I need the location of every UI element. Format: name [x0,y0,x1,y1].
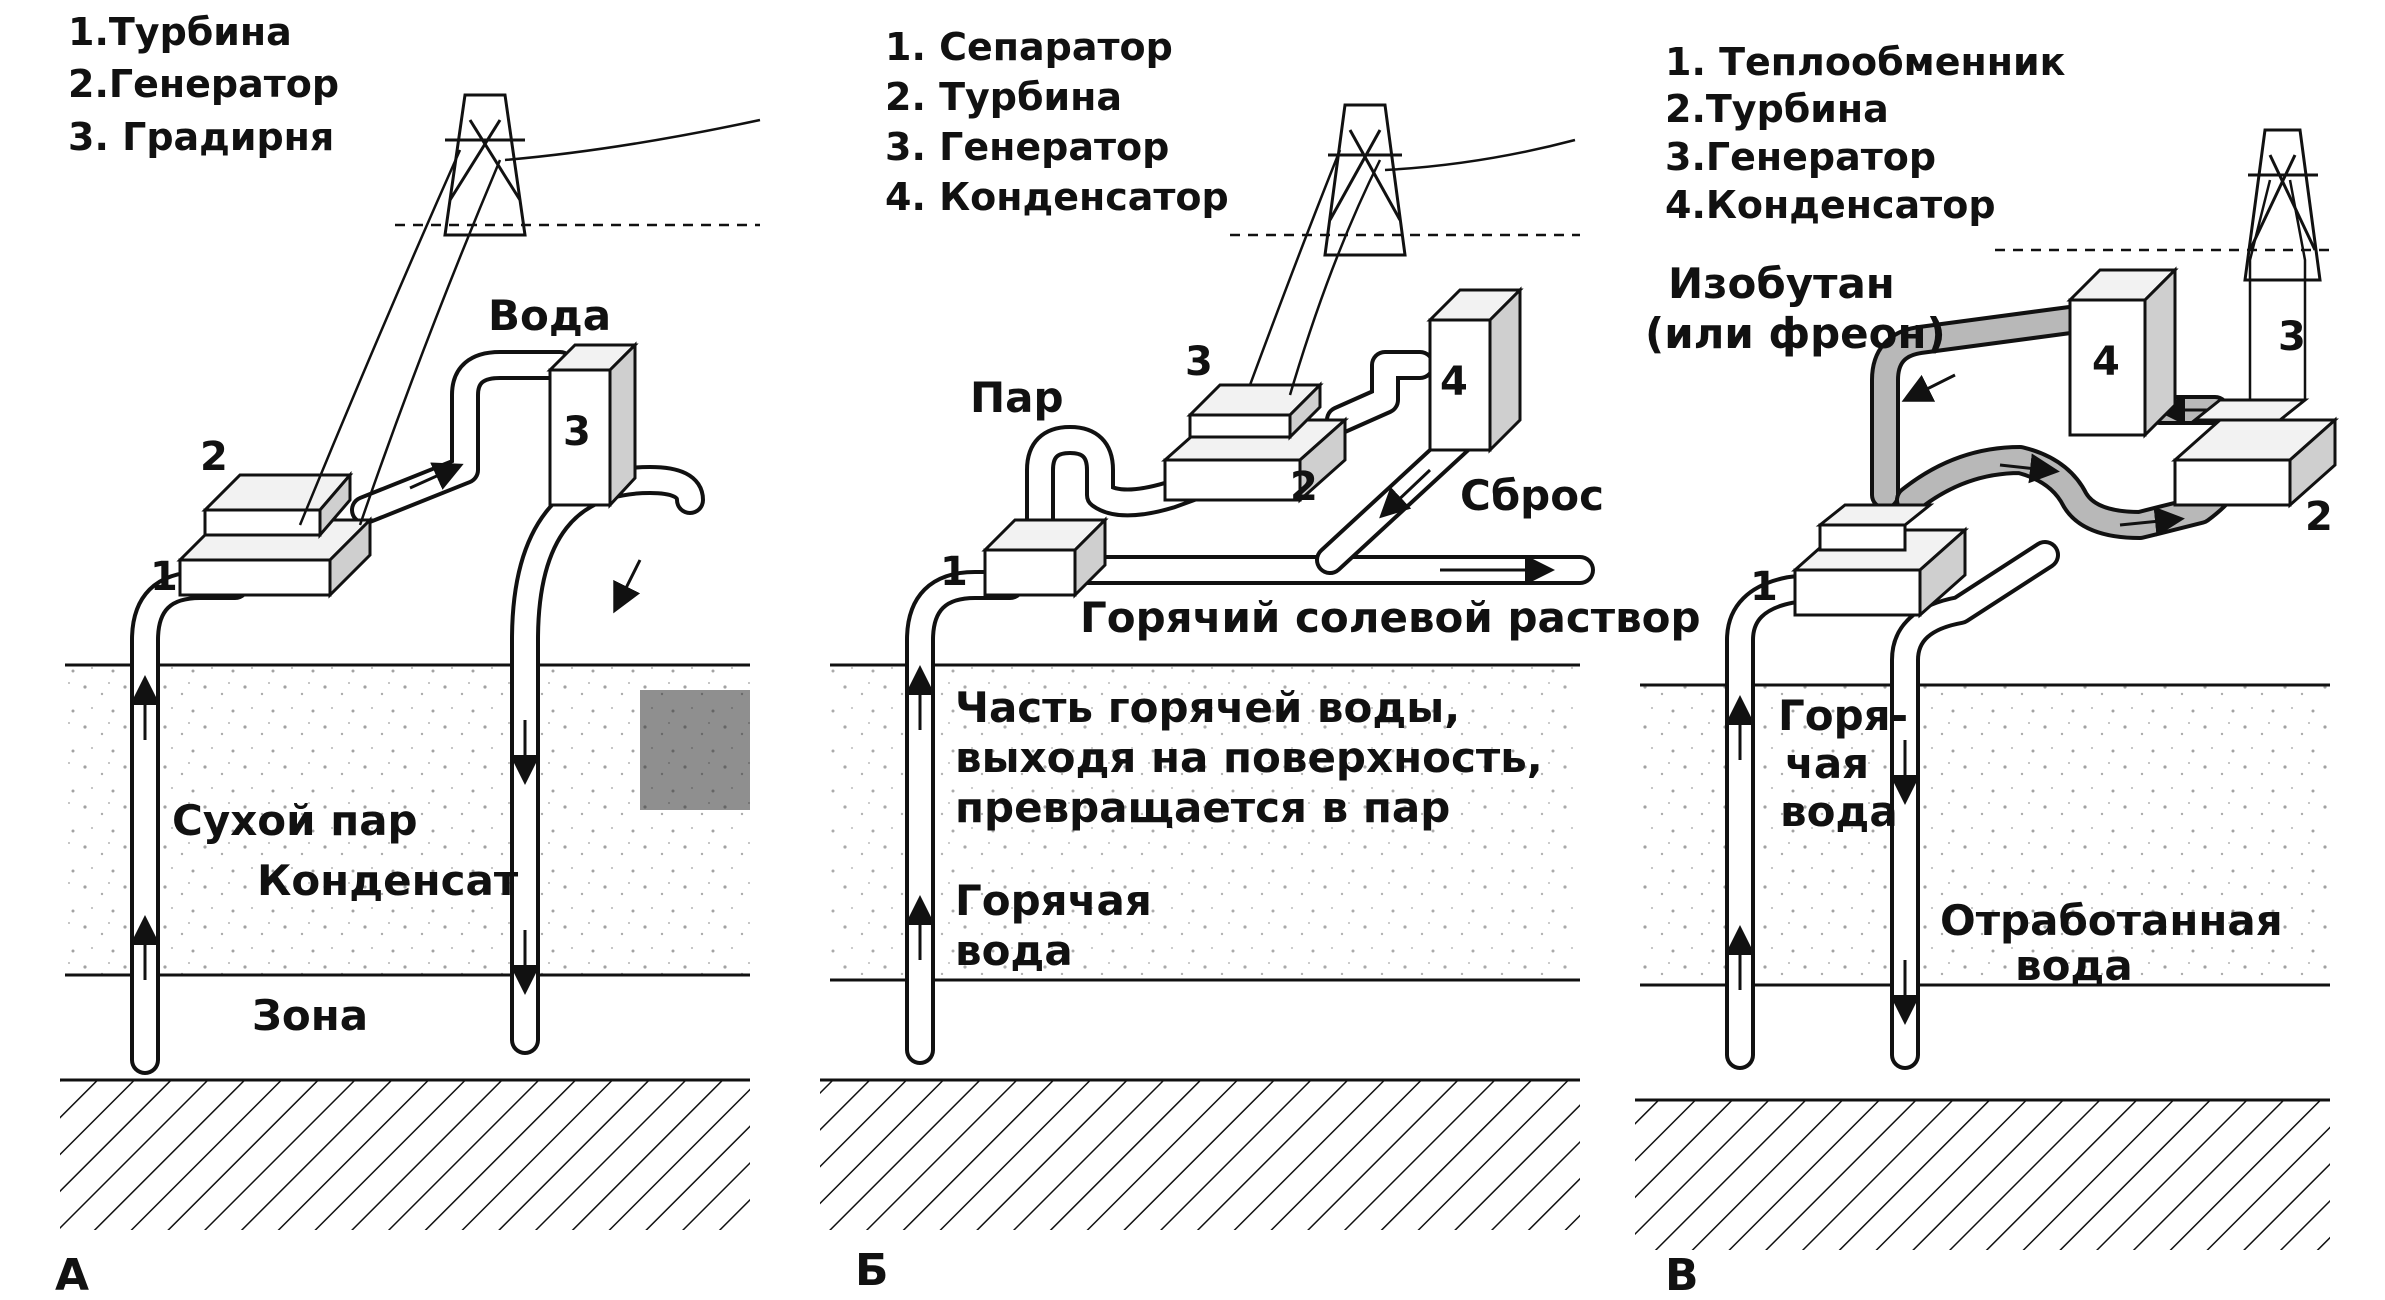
heat-exchanger-c [1791,503,1969,619]
label-isobutane-2: (или фреон) [1645,309,1946,358]
legend-item: 3. Генератор [885,125,1169,169]
marker-3: 3 [1185,339,1213,385]
power-tower-b [1230,103,1580,396]
label-condensate: Конденсат [257,856,519,905]
legend-item: 2.Генератор [68,62,339,106]
marker-4: 4 [2092,339,2120,385]
separator-b [981,516,1109,599]
label-spent-2: вода [2015,941,2133,990]
legend-item: 3.Генератор [1665,135,1936,179]
condenser-c [2066,266,2179,439]
ground-strata [60,663,750,1230]
label-hot-1: Горя- [1778,691,1908,740]
label-dry-steam: Сухой пар [172,796,418,845]
ground-strata [820,663,1580,1230]
label-hot-water-2: вода [955,926,1073,975]
label-zone: Зона [252,991,368,1040]
power-tower-a [298,93,761,526]
label-part-2: выходя на поверхность, [955,733,1543,782]
marker-3: 3 [563,409,591,455]
legend-item: 1. Теплообменник [1665,40,2066,84]
cooling-tower-a [546,341,639,509]
label-water: Вода [488,291,611,340]
marker-2: 2 [2305,494,2333,540]
label-brine: Горячий солевой раствор [1080,593,1701,642]
caption-a: А [55,1250,89,1300]
turbine-unit-a [176,470,374,599]
condenser-b [1426,286,1524,454]
label-hot-2: чая [1785,739,1869,788]
power-tower-c [1995,128,2335,400]
label-steam: Пар [970,373,1064,422]
label-spent-1: Отработанная [1940,896,2283,945]
panel-c: 1. Теплообменник 2.Турбина 3.Генератор 4… [1635,40,2339,1300]
legend-item: 4. Конденсатор [885,175,1229,219]
label-hot-3: вода [1780,787,1898,836]
legend-item: 1.Турбина [68,10,292,54]
marker-2: 2 [1290,464,1318,510]
legend-item: 2.Турбина [1665,87,1889,131]
caption-c: В [1665,1250,1699,1300]
marker-1: 1 [150,554,178,600]
label-part-1: Часть горячей воды, [955,683,1460,732]
legend-item: 2. Турбина [885,75,1122,119]
label-hot-water-1: Горячая [955,876,1152,925]
turbine-unit-b [1161,381,1349,504]
marker-1: 1 [940,549,968,595]
marker-1: 1 [1750,564,1778,610]
label-isobutane-1: Изобутан [1668,259,1895,308]
caption-b: Б [855,1245,889,1296]
panel-b: 1. Сепаратор 2. Турбина 3. Генератор 4. … [820,25,1701,1296]
marker-3: 3 [2278,314,2306,360]
label-discharge: Сброс [1460,471,1604,520]
marker-2: 2 [200,434,228,480]
panel-a: 1.Турбина 2.Генератор 3. Градирня 1 2 3 … [55,10,761,1300]
legend-item: 3. Градирня [68,115,334,159]
turbine-unit-c [2171,398,2339,509]
marker-4: 4 [1440,359,1468,405]
legend-item: 4.Конденсатор [1665,183,1996,227]
label-part-3: превращается в пар [955,783,1450,832]
legend-item: 1. Сепаратор [885,25,1173,69]
